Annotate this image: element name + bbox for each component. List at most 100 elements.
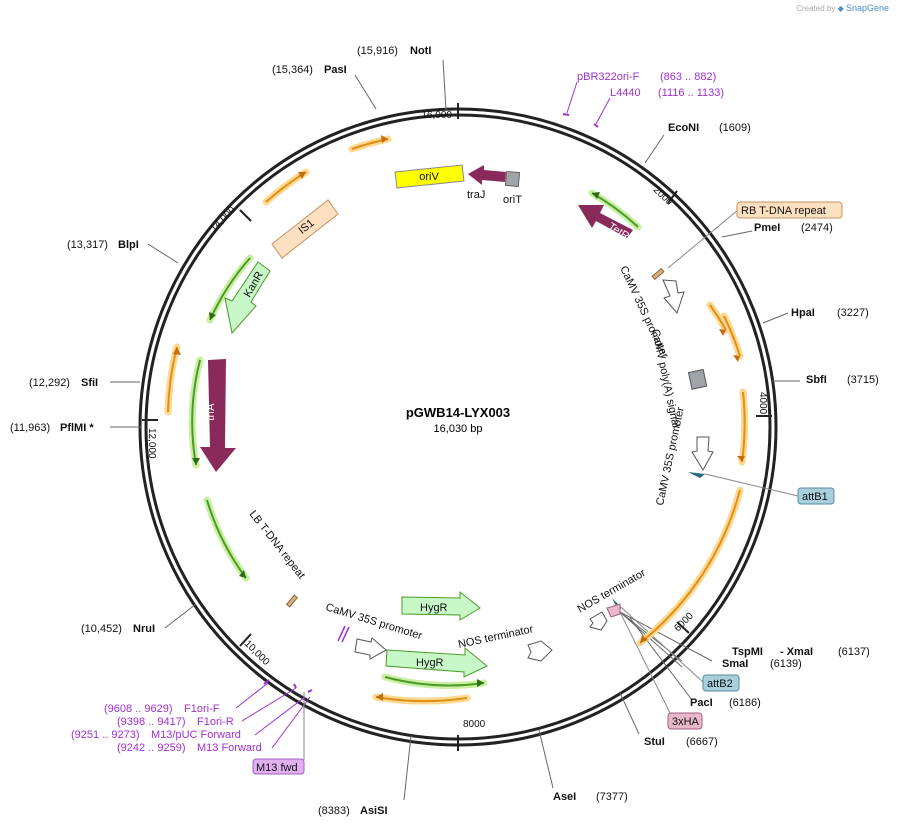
feature-is1: IS1 [271, 199, 339, 259]
primer-arrow-pbr322ori [562, 113, 570, 116]
tick-label-4000: 4000 [757, 392, 768, 415]
feature-tetr: TetR [578, 205, 633, 243]
tetr-label: TetR [606, 221, 632, 243]
boxed-labels: RB T-DNA repeat attB1 attB2 3xHA M13 fwd [252, 201, 843, 775]
cds-arrowhead-lb [239, 570, 246, 578]
site-pos-pflmi: (11,963) [10, 422, 50, 434]
camv35s-promoter-arrow-3 [354, 637, 387, 660]
primer-arrow-m13puc [307, 689, 313, 693]
leader-smai [619, 611, 683, 668]
primer-arrow-f1ori-r [293, 683, 297, 689]
site-name-pmei: PmeI [754, 222, 780, 234]
site-name-blpi: BlpI [118, 239, 139, 251]
primer-name-m13puc: M13/pUC Forward [151, 729, 241, 741]
camv35s-promoter-arrow-1 [662, 279, 685, 314]
site-pos-tspmi-xmai: (6137) [838, 646, 870, 658]
site-name-sbfi: SbfI [806, 374, 827, 386]
attb1-label: attB1 [802, 491, 828, 503]
hygr-label-1: HygR [420, 602, 448, 614]
tick-label-14000: 14,000 [208, 204, 238, 234]
3xha-label: 3xHA [672, 716, 700, 728]
nos-terminator-arrow-1 [527, 640, 553, 662]
cds-arrowhead-trfa [192, 458, 200, 465]
site-name-asisi: AsiSI [360, 805, 388, 817]
cds-arcs [188, 189, 642, 689]
traj-arrow [468, 165, 506, 185]
leader-stui [619, 692, 640, 735]
primer-range-f1ori-r: (9398 .. 9417) [117, 716, 186, 728]
rb-tdna-box [736, 201, 843, 219]
camv35s-promoter-arrow-2 [691, 436, 714, 471]
leader-asei [538, 729, 554, 789]
feature-hygr-2: HygR [385, 646, 488, 678]
cds-arrowhead-tetr [592, 192, 600, 199]
cds-arc-lb-glow [203, 496, 250, 582]
tetr-arrow [578, 205, 633, 238]
site-pos-nrui: (10,452) [81, 623, 122, 635]
primers-bottom: (9608 .. 9629) F1ori-F (9398 .. 9417) F1… [71, 679, 313, 760]
site-name-xmai: - XmaI [780, 646, 813, 658]
leader-f1ori-f [235, 682, 269, 709]
attb1-box [797, 487, 835, 505]
tick-label-8000: 8000 [463, 719, 486, 730]
leader-l4440 [595, 97, 611, 125]
kanr-arrow [224, 261, 271, 335]
leader-asisi [403, 735, 412, 801]
leader-f1ori-r [241, 687, 297, 722]
nos-terminator-arrow-2 [589, 611, 608, 631]
attb1-marker [688, 472, 705, 478]
regulatory-elements [354, 279, 714, 662]
leader-3xha [619, 611, 671, 714]
hygr-arrow-2 [385, 646, 488, 678]
3xha-box [667, 712, 703, 730]
feature-hygr-1: HygR [401, 590, 481, 621]
site-name-tspmi: TspMI [732, 646, 763, 658]
site-pos-sfii: (12,292) [29, 377, 70, 389]
attb2-box [702, 674, 740, 692]
orf-arrowhead-right3 [737, 456, 745, 462]
orf-arrowhead-right1 [719, 329, 726, 336]
orit-block [504, 170, 521, 188]
leader-noti [442, 59, 447, 111]
site-name-noti: NotI [410, 45, 431, 57]
snapgene-logo-icon: ◆ [837, 4, 844, 13]
cds-arrowhead-hygr [477, 679, 484, 687]
leader-attb1 [704, 473, 799, 497]
site-name-asei: AseI [553, 791, 576, 803]
primer-range-m13puc: (9251 .. 9273) [71, 729, 140, 741]
site-pos-stui: (6667) [686, 736, 718, 748]
site-name-nrui: NruI [133, 623, 155, 635]
leader-hpai [762, 312, 789, 324]
tick-label-2000: 2000 [651, 185, 675, 209]
hygr-arrow-1 [401, 590, 481, 621]
leader-pbr322ori [566, 81, 578, 114]
hygr-label-2: HygR [416, 657, 444, 669]
trfa-arrow [200, 359, 236, 472]
leader-econi [644, 134, 665, 164]
site-name-pasi: PasI [324, 64, 347, 76]
primer-name-l4440: L4440 [610, 87, 641, 99]
site-pos-paci: (6186) [729, 697, 761, 709]
feature-traj: traJ oriT [467, 165, 522, 206]
site-pos-smai: (6139) [770, 658, 802, 670]
cds-arrowhead-kanr [209, 312, 216, 320]
camv-polya-block [687, 368, 708, 390]
primer-range-l4440: (1116 .. 1133) [658, 87, 724, 99]
orf-arrowhead-right2 [733, 355, 740, 362]
plasmid-size: 16,030 bp [434, 423, 483, 435]
traj-label: traJ [467, 189, 485, 201]
is1-shape [271, 199, 339, 259]
site-pos-asei: (7377) [596, 791, 628, 803]
site-name-econi: EcoNI [668, 122, 699, 134]
leader-blpi [147, 243, 179, 264]
primer-arrow-l4440 [593, 123, 599, 128]
site-name-sfii: SfiI [81, 377, 98, 389]
feature-oriv: oriV [394, 164, 465, 189]
orf-arcs [164, 135, 749, 705]
trfa-label: trfA [205, 403, 217, 421]
site-name-pflmi: PflMI * [60, 422, 94, 434]
oriv-shape [394, 164, 465, 189]
cds-arc-trfa [191, 359, 201, 466]
credit-prefix: Created by [796, 4, 836, 13]
